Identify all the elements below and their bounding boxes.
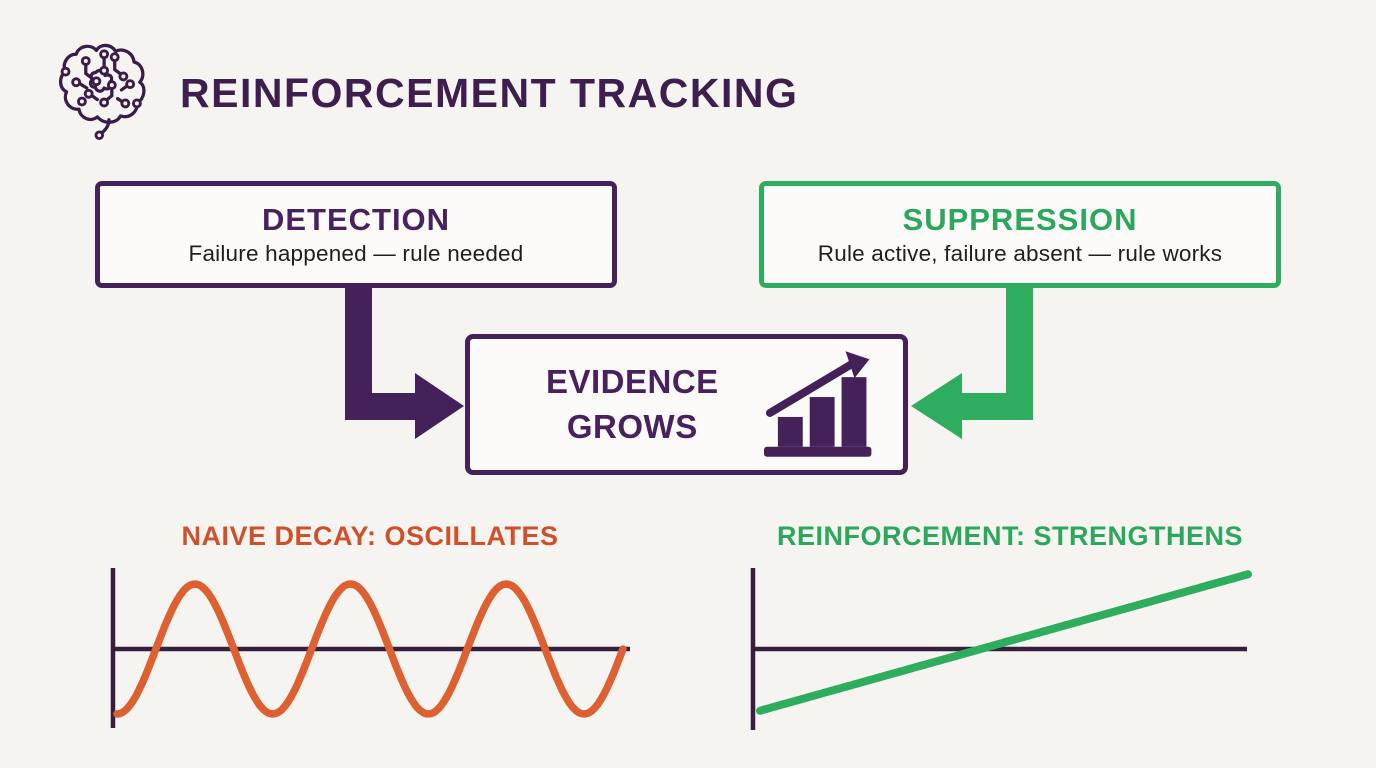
detection-title: DETECTION	[261, 202, 451, 237]
naive-decay-label: NAIVE DECAY: OSCILLATES	[181, 521, 559, 551]
reinforcement-label: REINFORCEMENT: STRENGTHENS	[776, 521, 1243, 551]
detection-to-evidence-arrow	[345, 288, 464, 439]
suppression-subtitle: Rule active, failure absent — rule works	[817, 241, 1223, 266]
rising-line	[756, 570, 1252, 715]
detection-subtitle: Failure happened — rule needed	[188, 241, 524, 266]
naive-decay-chart	[110, 568, 630, 728]
evidence-box: EVIDENCE GROWS	[465, 334, 908, 475]
suppression-box: SUPPRESSION Rule active, failure absent …	[759, 181, 1281, 288]
detection-box: DETECTION Failure happened — rule needed	[95, 181, 617, 288]
suppression-to-evidence-arrow	[911, 288, 1033, 439]
rising-bar-chart-icon	[763, 350, 872, 457]
evidence-title: EVIDENCE GROWS	[545, 362, 719, 445]
page-title: REINFORCEMENT TRACKING	[180, 70, 799, 116]
suppression-title: SUPPRESSION	[902, 202, 1138, 237]
reinforcement-chart	[750, 568, 1252, 730]
circuit-brain-icon	[58, 43, 146, 140]
oscillating-wave	[113, 580, 627, 718]
